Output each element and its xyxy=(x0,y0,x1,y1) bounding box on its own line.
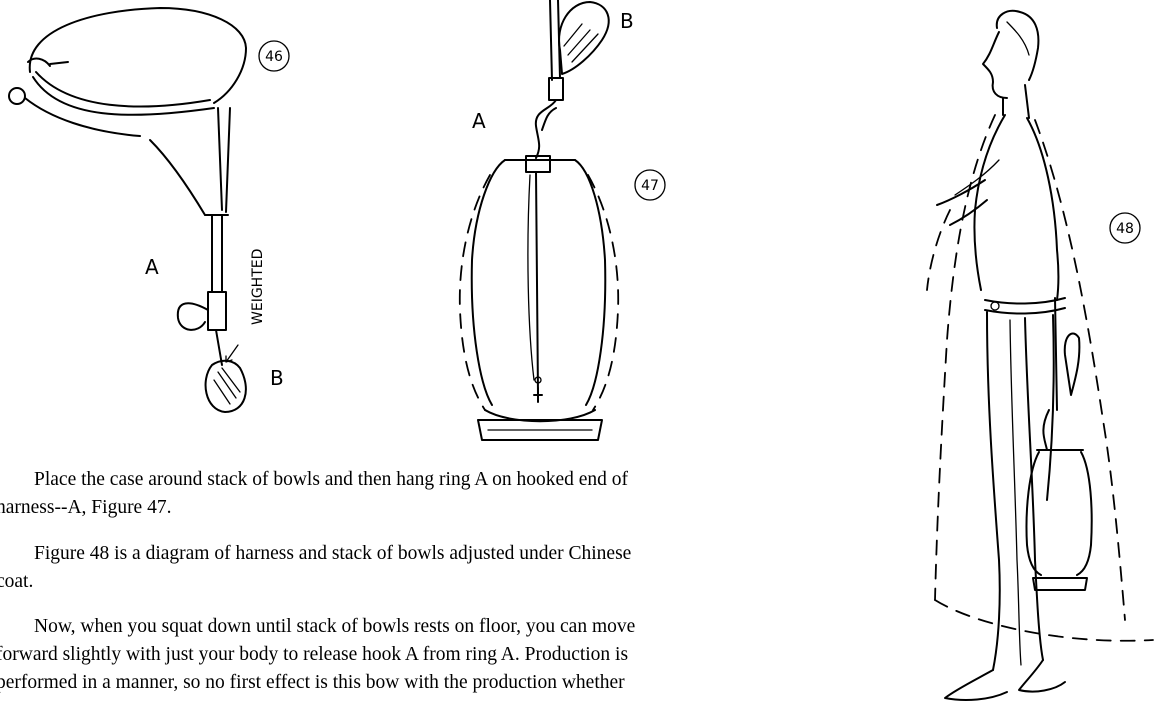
figure-46-weighted-label: WEIGHTED xyxy=(250,249,266,325)
paragraph-3-line-3: performed in a manner, so no first effec… xyxy=(0,669,876,697)
figure-48-performer: 48 xyxy=(915,0,1161,709)
paragraph-2-line-1: Figure 48 is a diagram of harness and st… xyxy=(0,540,876,568)
figure-47-label-b: B xyxy=(620,9,634,33)
paragraph-2-line-2: coat. xyxy=(0,568,876,596)
figure-46-harness: 46 A B WEIGHTED xyxy=(0,0,320,420)
figure-48-number: 48 xyxy=(1116,221,1134,237)
paragraph-3: Now, when you squat down until stack of … xyxy=(0,613,876,697)
figure-47-number: 47 xyxy=(641,178,659,194)
figure-46-label-b: B xyxy=(270,366,284,390)
paragraph-1: Place the case around stack of bowls and… xyxy=(0,466,876,522)
figure-47-case: 47 A B xyxy=(430,0,730,450)
paragraph-3-line-2: forward slightly with just your body to … xyxy=(0,641,876,669)
figure-46-label-a: A xyxy=(145,255,159,279)
figure-46-number: 46 xyxy=(265,49,283,65)
paragraph-1-line-1: Place the case around stack of bowls and… xyxy=(0,466,876,494)
paragraph-2: Figure 48 is a diagram of harness and st… xyxy=(0,540,876,596)
figure-47-label-a: A xyxy=(472,109,486,133)
paragraph-3-line-1: Now, when you squat down until stack of … xyxy=(0,613,876,641)
paragraph-1-line-2: harness--A, Figure 47. xyxy=(0,494,876,522)
